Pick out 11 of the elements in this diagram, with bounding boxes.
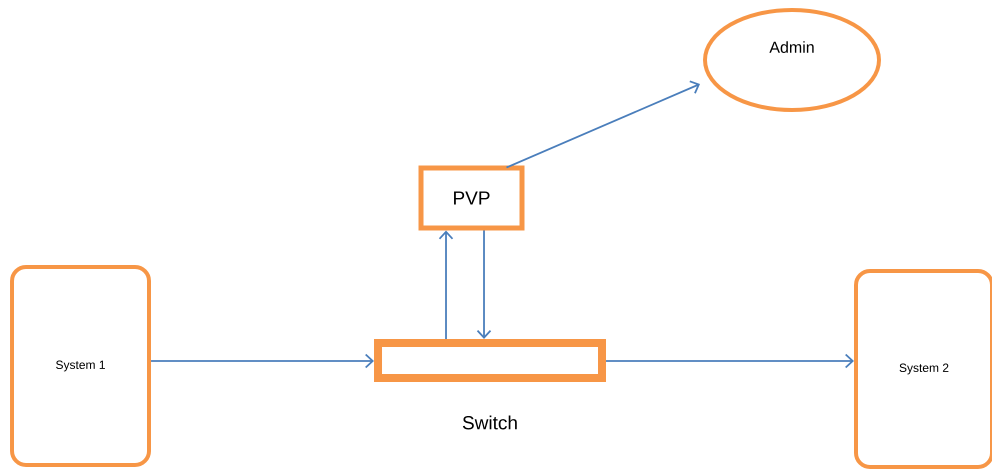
- arrow: [506, 80, 700, 168]
- ellipse-node: Admin: [703, 8, 881, 112]
- arrow: [476, 230, 492, 339]
- system-box: System 2: [854, 269, 992, 469]
- switch-bar: Switch: [374, 339, 606, 430]
- arrow: [151, 354, 374, 368]
- arrow: [438, 230, 454, 339]
- process-box: PVP: [418, 166, 524, 230]
- system-box: System 1: [10, 265, 151, 467]
- arrow: [606, 354, 854, 368]
- node-label: Switch: [462, 416, 517, 430]
